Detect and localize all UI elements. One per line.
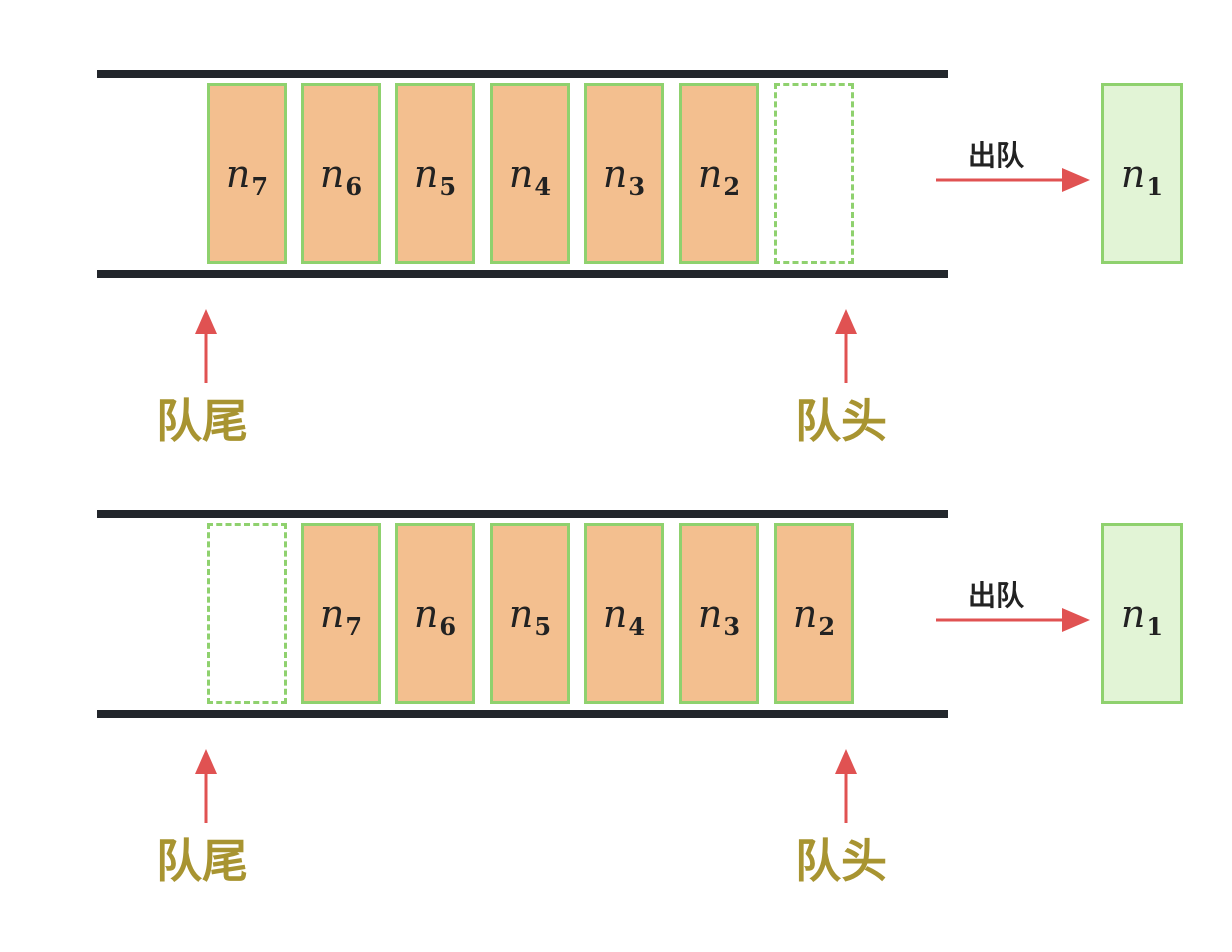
- cell-label: [247, 595, 248, 633]
- queue-cell: n6: [395, 523, 475, 704]
- cell-label: n2: [792, 591, 836, 641]
- queue-cell: n3: [679, 523, 759, 704]
- queue-top-rail: [97, 510, 948, 518]
- rear-label: 队尾: [156, 834, 248, 888]
- cell-label: n5: [508, 591, 552, 641]
- empty-slot: [774, 83, 854, 264]
- empty-slot: [207, 523, 287, 704]
- queue-cell: n4: [490, 83, 570, 264]
- dequeue-arrow-icon: [936, 168, 1090, 192]
- queue-bottom-rail: [97, 710, 948, 718]
- rear-pointer-arrow-icon: [195, 309, 217, 383]
- cell-label: n4: [508, 151, 552, 201]
- cell-label: n3: [697, 591, 741, 641]
- rear-pointer-arrow-icon: [195, 749, 217, 823]
- queue-cell: n5: [395, 83, 475, 264]
- cell-label: n4: [602, 591, 646, 641]
- queue-diagram-before: n7 n6 n5 n4 n3 n2 出队 n1 队尾 队头: [0, 0, 1232, 444]
- dequeue-label: 出队: [968, 139, 1025, 172]
- front-label: 队头: [795, 834, 887, 888]
- dequeued-label: n1: [1120, 591, 1164, 641]
- cell-label: n7: [225, 151, 269, 201]
- queue-cell: n6: [301, 83, 381, 264]
- queue-cell: n4: [584, 523, 664, 704]
- cell-label: n5: [413, 151, 457, 201]
- cell-label: n2: [697, 151, 741, 201]
- dequeue-arrow-icon: [936, 608, 1090, 632]
- queue-top-rail: [97, 70, 948, 78]
- queue-cell: n7: [207, 83, 287, 264]
- cell-label: n3: [602, 151, 646, 201]
- dequeued-element: n1: [1101, 83, 1183, 264]
- cell-label: n7: [319, 591, 363, 641]
- queue-cell: n7: [301, 523, 381, 704]
- rear-label: 队尾: [156, 394, 248, 448]
- front-pointer-arrow-icon: [835, 749, 857, 823]
- queue-cell: n5: [490, 523, 570, 704]
- queue-cell: n2: [774, 523, 854, 704]
- dequeued-label: n1: [1120, 151, 1164, 201]
- queue-diagram-after: n7 n6 n5 n4 n3 n2 出队 n1 队尾 队头: [0, 440, 1232, 884]
- cell-label: n6: [413, 591, 457, 641]
- queue-cell: n3: [584, 83, 664, 264]
- dequeued-element: n1: [1101, 523, 1183, 704]
- dequeue-label: 出队: [968, 579, 1025, 612]
- cell-label: [814, 155, 815, 193]
- queue-cell: n2: [679, 83, 759, 264]
- front-pointer-arrow-icon: [835, 309, 857, 383]
- queue-bottom-rail: [97, 270, 948, 278]
- cell-label: n6: [319, 151, 363, 201]
- front-label: 队头: [795, 394, 887, 448]
